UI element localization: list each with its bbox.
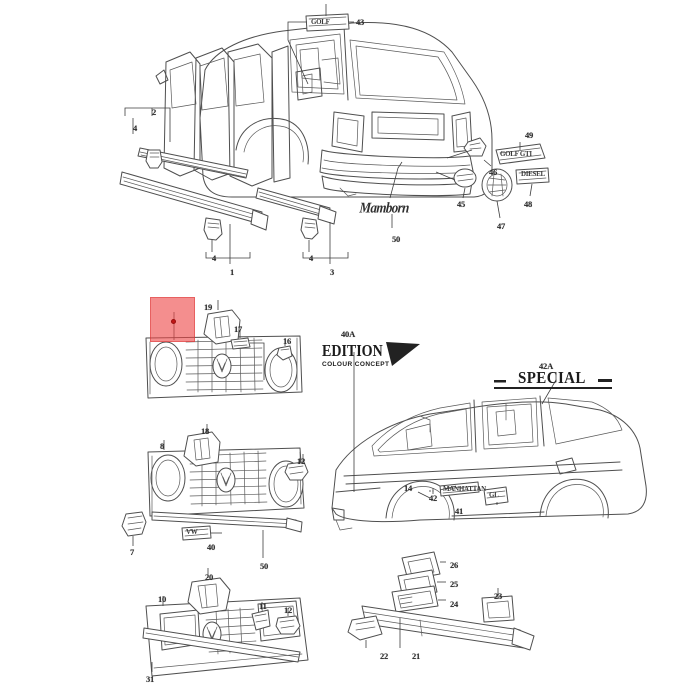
callout-47: 47 [497,221,506,231]
callout-19: 19 [204,302,213,312]
badge-plate-48: DIESEL [521,170,545,178]
side-moulding-strips [119,107,349,264]
callout-2: 2 [152,107,157,117]
callout-46: 46 [489,167,498,177]
callout-26: 26 [450,560,459,570]
callout-14: 14 [404,483,413,493]
callout-25: 25 [450,579,459,589]
badge-plate-42: MANHATTAN [443,485,486,493]
callout-41: 41 [455,506,464,516]
callout-22: 22 [380,651,389,661]
callout-18: 18 [201,426,210,436]
callout-40A: 40A [341,329,356,339]
golf-badge-top [287,4,354,85]
callout-12: 12 [297,456,306,466]
callout-23: 23 [494,591,503,601]
badge-plate-41: GL [489,491,499,499]
edition-badge-sub: COLOUR CONCEPT [322,360,390,369]
callout-42A: 42A [539,361,554,371]
special-badge-rule [494,379,612,389]
callout-1: 1 [230,267,235,277]
selection-marker-dot[interactable] [171,319,176,324]
callout-10: 10 [158,594,167,604]
rear-badges-and-caps [435,137,550,219]
callout-4: 4 [212,253,217,263]
callout-43: 43 [356,17,365,27]
edition-badge-main: EDITION [322,342,383,361]
callout-11: 11 [259,601,267,611]
callout-17: 17 [234,324,243,334]
callout-50: 50 [392,234,401,244]
rear-model-script-badge: Mamborn [359,198,410,217]
callout-7: 7 [130,547,135,557]
callout-24: 24 [450,599,459,609]
grille-upper [145,300,303,399]
badge-plate-40: VW [186,528,198,536]
callout-21: 21 [412,651,421,661]
callout-12: 12 [284,605,293,615]
edition-badge-wedge [386,342,420,366]
grille-lower [142,568,309,677]
callout-48: 48 [524,199,533,209]
callout-4: 4 [309,253,314,263]
callout-4: 4 [133,123,138,133]
callout-20: 20 [205,572,214,582]
bumper-reinforcement-assembly [347,551,535,651]
grille-middle [121,424,309,558]
callout-8: 8 [160,441,165,451]
special-badge: SPECIAL [518,369,586,388]
callout-3: 3 [330,267,335,277]
callout-40: 40 [207,542,216,552]
car-body-rear-view [155,22,493,198]
callout-31: 31 [146,674,155,684]
car-body-side-view [331,352,647,531]
callout-49: 49 [525,130,534,140]
badge-plate-49: GOLF GTI [500,150,532,158]
golf-badge-label: GOLF [311,18,330,26]
callout-45: 45 [457,199,466,209]
callout-50: 50 [260,561,269,571]
callout-16: 16 [283,336,292,346]
callout-42: 42 [429,493,438,503]
